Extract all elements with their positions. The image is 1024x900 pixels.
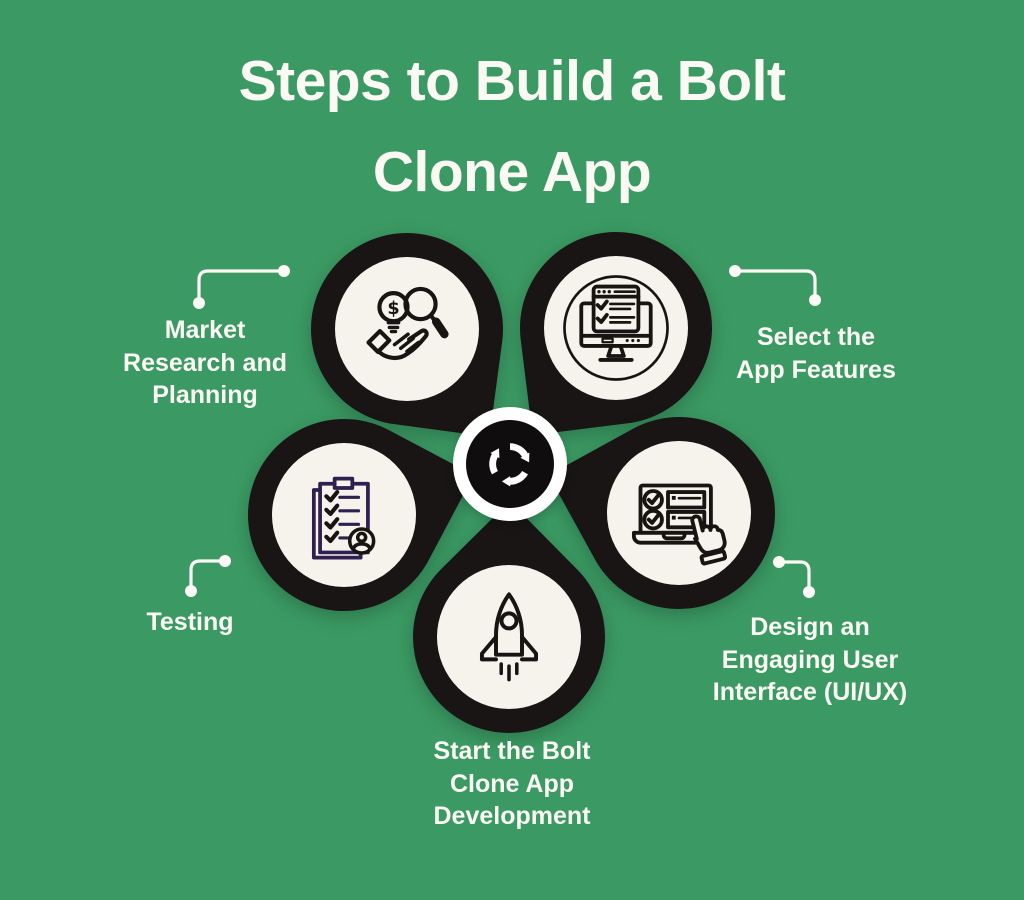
rocket-icon — [479, 592, 539, 682]
step-circle-market-research: $ — [335, 257, 479, 401]
connector-ui-ux-design — [779, 560, 811, 592]
center-disc — [466, 420, 554, 508]
center-badge — [453, 407, 567, 521]
label-testing: Testing — [146, 608, 234, 636]
connector-testing — [189, 559, 225, 591]
bulb-magnifier-hand-icon: $ — [366, 286, 449, 360]
step-circle-development — [437, 565, 581, 709]
label-market-research: Market Research and Planning — [123, 316, 287, 409]
step-circle-ui-ux-design — [607, 441, 751, 585]
monitor-checklist-icon — [563, 275, 669, 381]
cycle-arrows-icon — [489, 443, 530, 487]
clipboard-checklist-icon — [311, 476, 376, 560]
connector-market-research — [197, 269, 284, 303]
connector-select-features — [735, 269, 817, 300]
svg-text:$: $ — [387, 299, 399, 319]
step-circle-testing — [272, 443, 416, 587]
label-ui-ux-design: Design an Engaging User Interface (UI/UX… — [712, 613, 908, 706]
label-development: Start the Bolt Clone App Development — [433, 737, 591, 830]
checklist-pointer-hand-icon — [631, 483, 728, 566]
step-circle-select-features — [544, 256, 688, 400]
page-title: Steps to Build a Bolt Clone App — [238, 49, 786, 205]
label-select-features: Select the App Features — [736, 323, 896, 384]
